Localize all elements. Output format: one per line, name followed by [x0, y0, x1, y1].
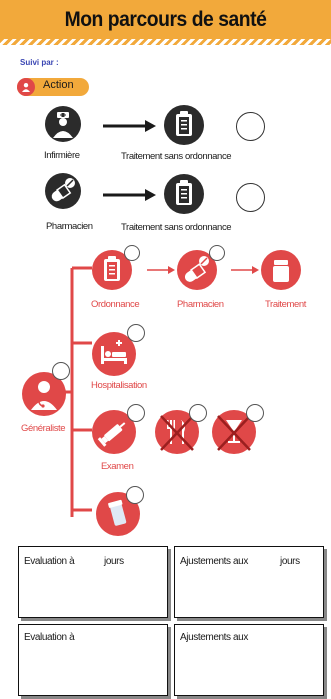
pills-icon: [45, 173, 81, 209]
suivi-label: Suivi par :: [20, 58, 59, 67]
infirmiere-label: Infirmière: [44, 150, 80, 161]
header-stripes: [0, 39, 331, 45]
page-title: Mon parcours de santé: [64, 8, 267, 31]
checkbox-pharmacien[interactable]: [209, 245, 225, 261]
evaluation-label-2: Evaluation à: [24, 632, 75, 643]
generaliste-label: Généraliste: [21, 423, 66, 434]
checkbox-2[interactable]: [236, 183, 265, 212]
hospitalisation-label: Hospitalisation: [91, 380, 147, 391]
checkbox-no-food[interactable]: [189, 404, 207, 422]
evaluation-box-1[interactable]: [18, 546, 168, 618]
ajustements-box-1[interactable]: [174, 546, 324, 618]
checkbox-ordonnance[interactable]: [124, 245, 140, 261]
clipboard-icon: [164, 105, 204, 145]
evaluation-label-1: Evaluation à: [24, 556, 75, 567]
traitement-label-2: Traitement sans ordonnance: [121, 222, 232, 233]
medicine-jar-icon: [261, 250, 301, 290]
action-label: Action: [43, 79, 74, 91]
ajustements-label-2: Ajustements aux: [180, 632, 248, 643]
pill-bottle-icon: [96, 492, 140, 536]
pharmacien-label: Pharmacien: [46, 221, 93, 232]
checkbox-1[interactable]: [236, 112, 265, 141]
checkbox-hospitalisation[interactable]: [127, 324, 145, 342]
ajustements-label-1: Ajustements aux: [180, 556, 248, 567]
person-icon: [17, 78, 35, 96]
ajustements-box-2[interactable]: [174, 624, 324, 696]
pharmacien-red-label: Pharmacien: [177, 299, 224, 310]
checkbox-no-alcohol[interactable]: [246, 404, 264, 422]
examen-label: Examen: [101, 461, 134, 472]
checkbox-pill-bottle[interactable]: [126, 486, 144, 504]
ordonnance-label: Ordonnance: [91, 299, 140, 310]
traitement-red-label: Traitement: [265, 299, 307, 310]
pills-icon: [177, 250, 217, 290]
nurse-icon: [45, 106, 81, 142]
evaluation-unit-1: jours: [104, 556, 124, 567]
traitement-label-1: Traitement sans ordonnance: [121, 151, 232, 162]
clipboard-icon: [164, 174, 204, 214]
action-badge[interactable]: [17, 78, 89, 96]
checkbox-examen[interactable]: [127, 404, 145, 422]
checkbox-generaliste[interactable]: [52, 362, 70, 380]
ajustements-unit-1: jours: [280, 556, 300, 567]
evaluation-box-2[interactable]: [18, 624, 168, 696]
